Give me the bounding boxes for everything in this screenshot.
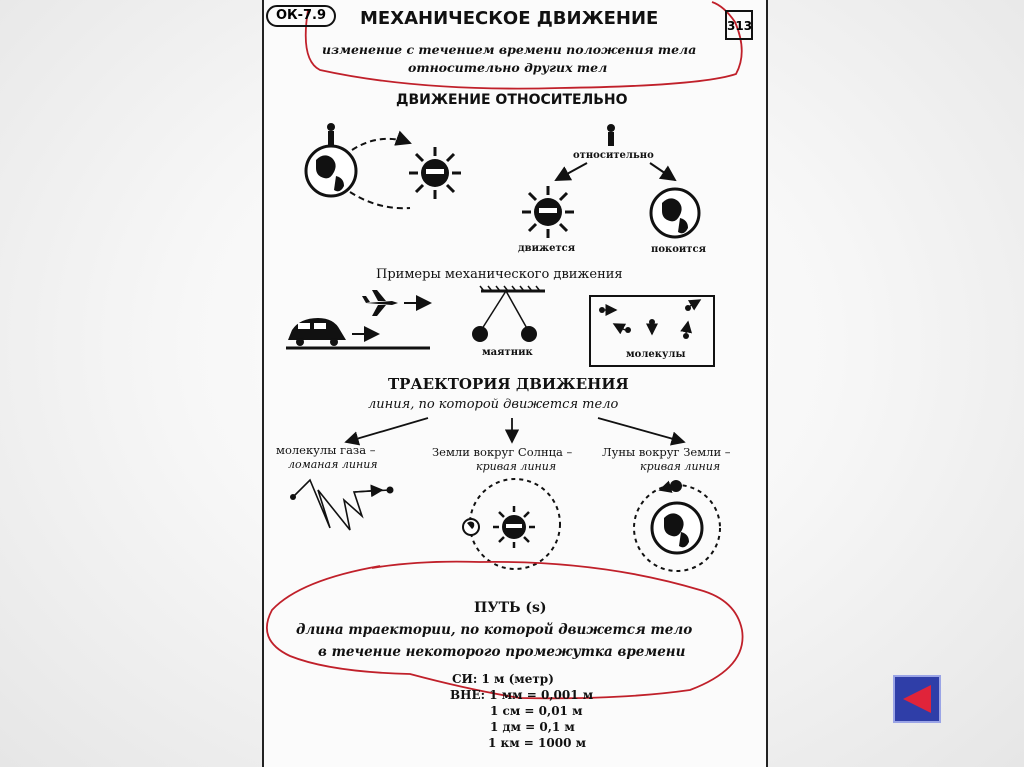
sun-icon	[522, 186, 574, 238]
airplane-icon	[362, 290, 398, 316]
arrow-to-moving	[556, 163, 587, 180]
definition-line-1: изменение с течением времени положения т…	[322, 42, 696, 57]
gas-label-2: ломаная линия	[288, 458, 378, 471]
arrow-to-moon	[598, 418, 684, 442]
arrow-to-resting	[650, 163, 675, 180]
relative-label: относительно	[573, 150, 654, 161]
relative-heading: ДВИЖЕНИЕ ОТНОСИТЕЛЬНО	[396, 92, 628, 108]
path-definition-1: длина траектории, по которой движется те…	[296, 622, 692, 638]
person-icon	[607, 124, 615, 146]
gas-label-1: молекулы газа –	[276, 443, 375, 457]
back-navigation-button[interactable]	[893, 675, 941, 723]
earth-icon	[306, 146, 356, 196]
moon-label-2: кривая линия	[640, 460, 720, 473]
resting-label: покоится	[651, 244, 706, 255]
unit-line-1: ВНЕ: 1 мм = 0,001 м	[450, 688, 593, 702]
earth-label-1: Земли вокруг Солнца –	[432, 445, 572, 459]
back-arrow-icon	[895, 677, 939, 721]
moon-label-1: Луны вокруг Земли –	[602, 445, 731, 459]
pendulum-label: маятник	[482, 347, 533, 358]
si-unit-line: СИ: 1 м (метр)	[452, 672, 554, 686]
examples-heading: Примеры механического движения	[376, 267, 623, 282]
earth-orbit-diagram	[463, 479, 560, 569]
path-heading: ПУТЬ (s)	[474, 600, 547, 616]
path-definition-2: в течение некоторого промежутка времени	[318, 644, 685, 660]
card-code-badge: ОК-7.9	[266, 5, 336, 27]
arrow-to-gas	[346, 418, 428, 442]
gas-trajectory	[290, 480, 394, 530]
unit-line-4: 1 км = 1000 м	[488, 736, 586, 750]
page-number-badge: 313	[725, 10, 753, 40]
orbit-arrow-top	[352, 139, 410, 150]
unit-line-2: 1 см = 0,01 м	[490, 704, 583, 718]
definition-line-2: относительно других тел	[408, 60, 607, 75]
sun-icon	[409, 147, 461, 199]
pendulum-icon	[472, 286, 545, 342]
unit-line-3: 1 дм = 0,1 м	[490, 720, 575, 734]
trajectory-definition: линия, по которой движется тело	[368, 397, 618, 412]
earth-icon	[651, 189, 699, 237]
earth-label-2: кривая линия	[476, 460, 556, 473]
molecule-dots	[599, 300, 700, 339]
orbit-arc-bottom	[350, 192, 410, 208]
person-icon	[327, 123, 335, 145]
page-title: МЕХАНИЧЕСКОЕ ДВИЖЕНИЕ	[360, 8, 658, 29]
car-icon	[288, 318, 346, 346]
trajectory-heading: ТРАЕКТОРИЯ ДВИЖЕНИЯ	[388, 375, 629, 393]
moon-orbit-diagram	[634, 480, 720, 571]
molecules-label: молекулы	[626, 349, 685, 360]
moving-label: движется	[518, 243, 575, 254]
